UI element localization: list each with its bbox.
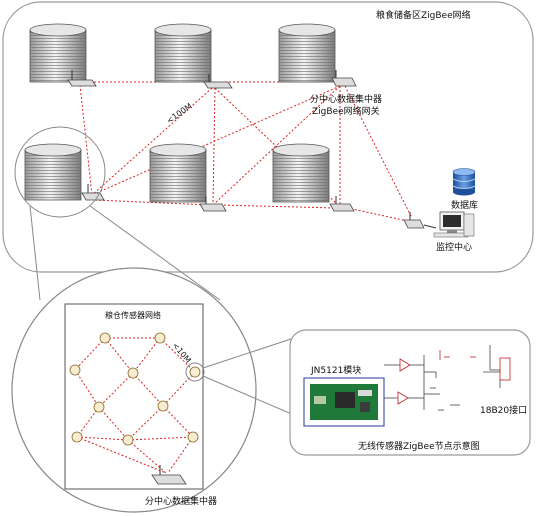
sensor-node [189,366,201,378]
sensor-node [187,431,199,443]
computer-icon [433,211,475,238]
zoom-line-right [89,205,221,301]
node-caption: 无线传感器ZigBee节点示意图 [358,440,480,452]
router-icon [203,74,233,89]
sensor-nodes [69,332,201,446]
silo-1 [29,23,87,83]
sensor-node [69,364,81,376]
monitor-label: 监控中心 [436,241,472,253]
sensor-node [157,400,169,412]
zoom-source-circle [14,126,106,218]
sensor-node [122,434,134,446]
sensor-links [74,337,196,474]
sensor-node [93,401,105,413]
storage-zone-frame [2,1,534,273]
interface-label: 18B20接口 [480,404,527,416]
concentrator-label: 分中心数据集中器 [145,495,217,507]
sensor-node [127,367,139,379]
jn5121-module-image [303,377,385,427]
sensor-network-title: 粮仓传感器网络 [105,310,161,320]
module-label: JN5121模块 [310,364,361,376]
silo-3 [278,23,336,83]
router-icon [403,212,425,229]
router-icon [331,70,357,87]
silo-2 [154,23,212,83]
sensor-node [71,431,83,443]
gateway-label-line1: 分中心数据集中器 [310,93,382,105]
sensor-network-box [64,303,204,490]
monitor-link [423,224,437,229]
zone-title: 粮食储备区ZigBee网络 [376,9,471,21]
database-icon [452,168,476,196]
silo-6 [272,143,330,203]
node-zoom-circle [185,362,205,382]
silo-4 [24,143,82,201]
silo-5 [149,143,207,203]
database-label: 数据库 [451,199,478,211]
concentrator-router-icon [151,465,187,485]
node-zoom-line-bottom [202,375,295,416]
sensor-node [154,332,166,344]
zoom-line-left [29,205,41,301]
circuit-schematic [384,345,511,411]
sensor-node [99,332,111,344]
router-icon [329,196,355,212]
node-zoom-line-top [202,337,295,369]
router-icon [67,70,97,87]
gateway-label-line2: ZigBee网络网关 [312,105,380,117]
router-icon [199,196,227,212]
